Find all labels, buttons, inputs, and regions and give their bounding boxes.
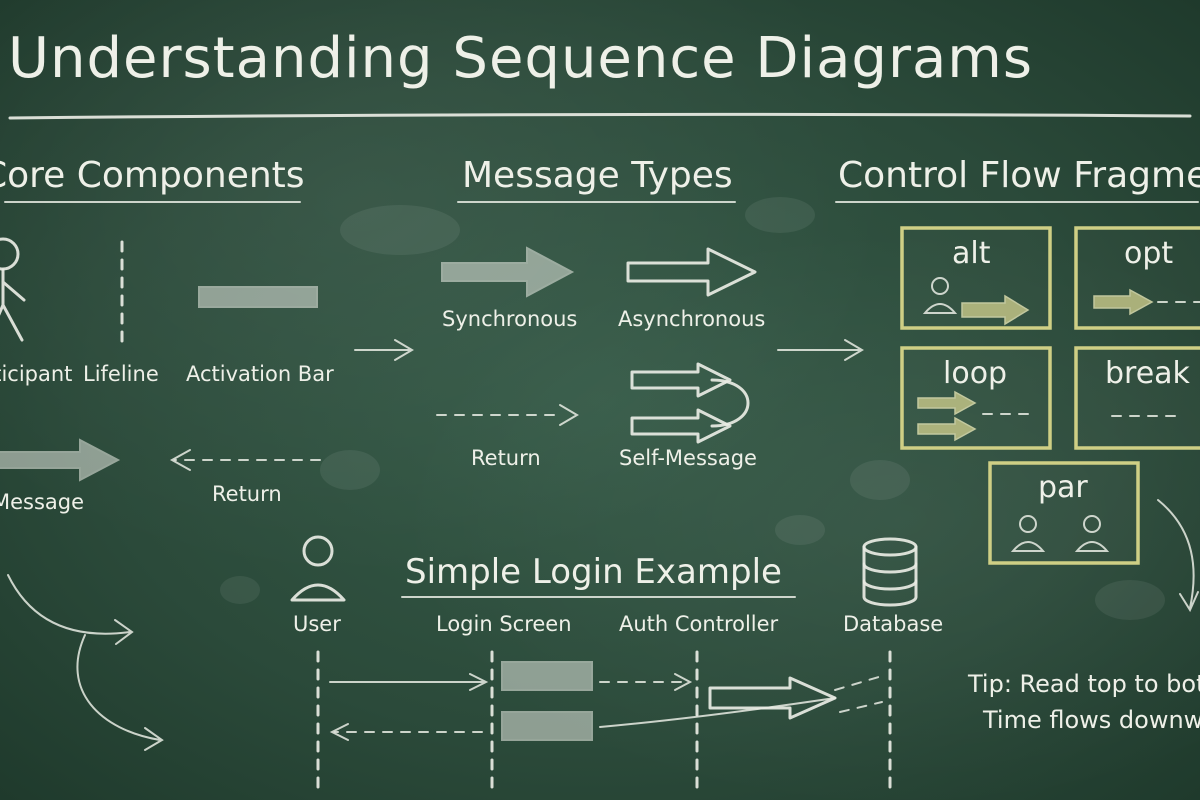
participant-login-screen-label: Login Screen [436, 612, 572, 636]
message-arrow-icon [0, 438, 121, 482]
self-message-arrow-icon [630, 362, 750, 444]
tip-line-1: Tip: Read top to bottom. [968, 670, 1200, 698]
fragment-par-box [988, 461, 1140, 565]
fragment-loop-box [900, 346, 1052, 450]
fragment-opt-label: opt [1124, 236, 1174, 271]
curved-arrow-icon [1157, 499, 1199, 613]
asynchronous-arrow-icon [626, 247, 757, 297]
auth-arrowhead-icon [674, 673, 693, 691]
loop-arrow-icon [917, 416, 977, 442]
tip-line-2: Time flows downward. [983, 706, 1200, 734]
fragment-opt-box [1074, 226, 1200, 330]
participant-label: Participant [0, 362, 73, 386]
loop-arrow-icon [917, 390, 977, 416]
login-request-arrow-icon [329, 673, 489, 691]
participant-database-label: Database [843, 612, 944, 636]
curved-arrow-icon [7, 574, 134, 645]
fragment-break-label: break [1105, 356, 1190, 391]
person-icon [1010, 515, 1046, 552]
login-activation-bar [501, 711, 593, 741]
synchronous-arrow-icon [441, 246, 575, 298]
core-components-heading: Core Components [0, 155, 305, 196]
response-line [599, 697, 836, 728]
person-icon [922, 277, 958, 314]
activation-bar-label: Activation Bar [186, 362, 334, 386]
fragment-alt-label: alt [952, 236, 991, 271]
message-label: Message [0, 490, 85, 514]
database-return-dashed-line [839, 701, 883, 713]
return-label: Return [212, 482, 282, 506]
self-message-label: Self-Message [619, 446, 757, 470]
database-icon [862, 537, 918, 607]
fragment-break-box [1074, 346, 1200, 450]
login-activation-bar [501, 661, 593, 691]
chalk-smudge [340, 205, 460, 255]
title-underline [8, 112, 1192, 120]
chalk-smudge [745, 197, 815, 233]
fragment-alt-box [900, 226, 1052, 330]
return-type-label: Return [471, 446, 541, 470]
return-arrowhead-icon [169, 449, 191, 471]
chalk-smudge [850, 460, 910, 500]
synchronous-label: Synchronous [442, 307, 578, 331]
activation-bar-shape [198, 286, 318, 308]
control-flow-heading: Control Flow Fragments [838, 155, 1200, 196]
database-dashed-line [834, 675, 883, 691]
participant-stick-figure-icon [0, 237, 26, 342]
chalk-smudge [1095, 580, 1165, 620]
page-title: Understanding Sequence Diagrams [8, 26, 1034, 91]
database-query-arrow-icon [708, 676, 837, 720]
participant-auth-controller-label: Auth Controller [619, 612, 779, 636]
fragment-loop-label: loop [943, 356, 1008, 391]
chalk-smudge [220, 576, 260, 604]
alt-arrow-icon [961, 294, 1030, 326]
return-type-arrowhead-icon [559, 404, 579, 426]
connector-arrow-icon [354, 339, 414, 361]
message-types-heading: Message Types [462, 155, 733, 196]
curved-arrow-icon [76, 634, 164, 751]
participant-user-label: User [293, 612, 341, 636]
login-return-arrowhead-icon [329, 723, 349, 741]
login-example-heading: Simple Login Example [405, 552, 782, 592]
chalk-smudge [320, 450, 380, 490]
lifeline-label: Lifeline [83, 362, 159, 386]
connector-arrow-icon [777, 339, 864, 361]
asynchronous-label: Asynchronous [618, 307, 766, 331]
opt-arrow-icon [1093, 288, 1154, 316]
chalk-smudge [775, 515, 825, 545]
user-icon [290, 535, 346, 602]
fragment-par-label: par [1038, 470, 1088, 505]
person-icon [1074, 515, 1110, 552]
